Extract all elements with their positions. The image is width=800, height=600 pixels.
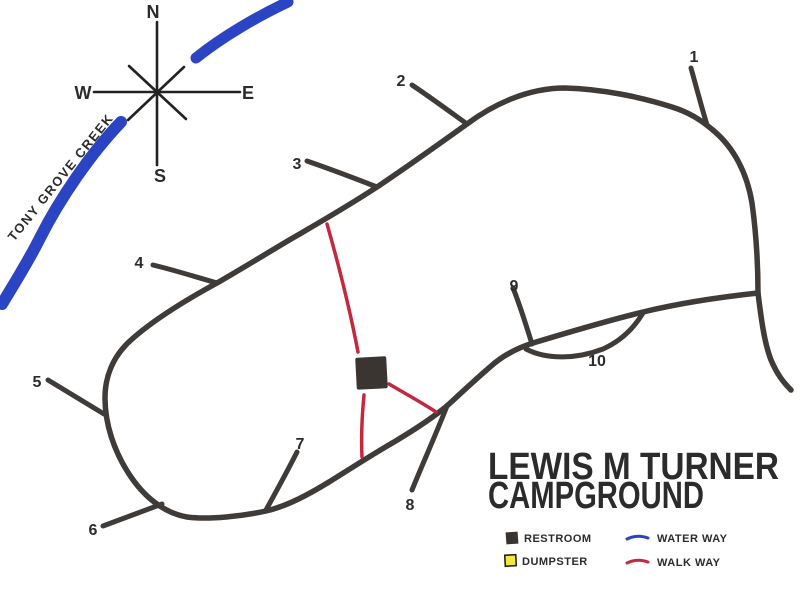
site-4-label: 4 [135, 255, 144, 272]
waterway-legend-label: WATER WAY [657, 533, 728, 545]
roads [45, 65, 794, 529]
walkway-south [359, 393, 366, 459]
site-5-label: 5 [33, 374, 42, 391]
site-2-label: 2 [397, 73, 406, 90]
site-4-spur [150, 262, 220, 286]
site-7-label: 7 [296, 436, 305, 453]
map-title: LEWIS M TURNER CAMPGROUND [488, 446, 779, 517]
legend: RESTROOM DUMPSTER WATER WAY WALK WAY [503, 531, 728, 569]
walkway-legend-label: WALK WAY [657, 557, 721, 569]
site-3-spur [304, 158, 380, 190]
compass-line-sw-ne [126, 65, 186, 122]
title-line-1: LEWIS M TURNER [488, 446, 779, 488]
compass-rose: N S W E [75, 2, 255, 186]
creek-label: TONY GROVE CREEK [5, 111, 117, 244]
walkway-north [325, 222, 360, 354]
compass-lines [92, 20, 242, 167]
site-labels: 1 2 3 4 5 6 7 8 9 10 [33, 49, 699, 539]
site-6-spur [100, 501, 165, 529]
site-2-spur [409, 82, 470, 127]
site-8-spur [409, 403, 450, 493]
compass-north-label: N [147, 2, 160, 22]
restroom-legend-icon [505, 531, 519, 545]
compass-east-label: E [242, 83, 254, 103]
site-1-label: 1 [690, 49, 699, 66]
site-10-pullout-loop [523, 310, 646, 360]
creek [0, 0, 294, 310]
compass-south-label: S [154, 166, 166, 186]
walkway-east [387, 382, 438, 414]
compass-west-label: W [75, 83, 92, 103]
walkway-legend-icon [625, 558, 650, 565]
dumpster-legend-label: DUMPSTER [522, 556, 588, 568]
restroom-legend-label: RESTROOM [524, 533, 592, 545]
site-10-label: 10 [588, 353, 606, 370]
creek-lower-segment [0, 116, 127, 310]
entrance-road [755, 290, 794, 393]
site-9-label: 9 [510, 278, 519, 295]
site-9-spur [510, 285, 535, 347]
site-8-label: 8 [406, 497, 415, 514]
site-5-spur [45, 377, 107, 417]
site-7-spur [263, 449, 300, 513]
walkways [325, 222, 438, 459]
restroom-building [355, 356, 388, 390]
dumpster-legend-icon [503, 553, 518, 568]
title-line-2: CAMPGROUND [488, 475, 704, 517]
site-1-spur [688, 65, 710, 128]
loop-road [102, 85, 761, 521]
site-6-label: 6 [89, 522, 98, 539]
creek-upper-segment [190, 0, 294, 64]
waterway-legend-icon [625, 534, 650, 541]
site-3-label: 3 [293, 156, 302, 173]
